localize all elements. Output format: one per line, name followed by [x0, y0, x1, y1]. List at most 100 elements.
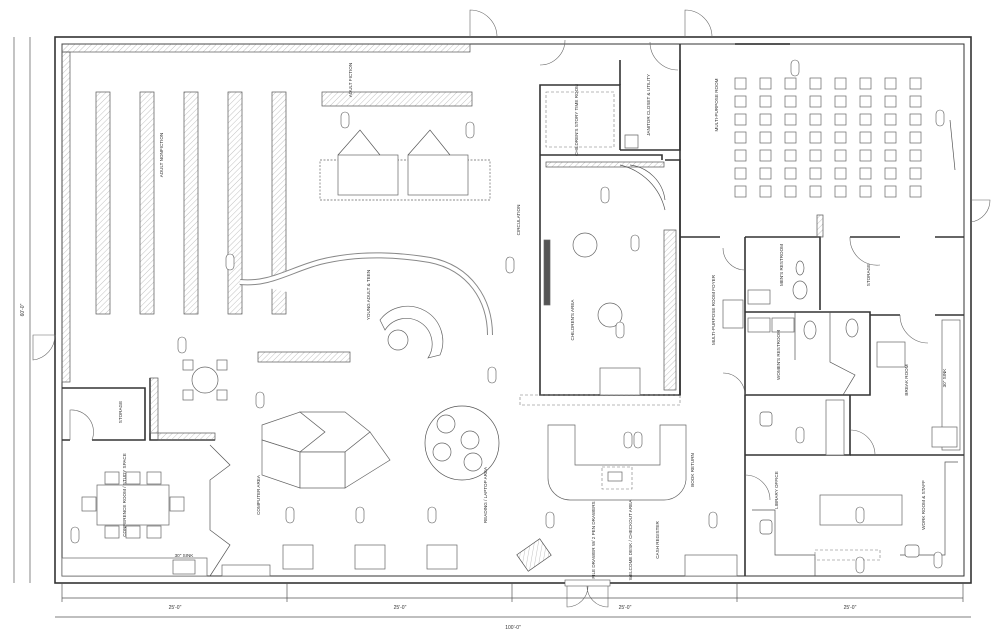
chair	[809, 185, 822, 198]
chair	[859, 77, 872, 90]
chair	[884, 95, 897, 108]
note-sink: 30" SINK	[942, 368, 947, 388]
chair	[859, 113, 872, 126]
callout-bubble	[355, 506, 365, 524]
room-label: STORAGE	[866, 264, 871, 286]
callout-bubble	[225, 253, 235, 271]
callout-bubble	[545, 511, 555, 529]
chair	[909, 149, 922, 162]
room-label: MULTI-PURPOSE ROOM	[714, 78, 719, 131]
chair	[809, 77, 822, 90]
chair	[884, 113, 897, 126]
left-rooms	[61, 377, 231, 577]
keynote-callouts	[70, 59, 945, 574]
dimension-lines: 25'-0" 25'-0" 25'-0" 25'-0" 100'-0" 60'-…	[13, 37, 971, 631]
exterior-doors[interactable]	[32, 9, 991, 608]
room-label: CHILDREN'S STORY TIME ROOM	[574, 84, 579, 156]
note-cash-register: CASH REGISTER	[655, 521, 660, 559]
chair	[784, 149, 797, 162]
chair	[784, 113, 797, 126]
chair	[834, 149, 847, 162]
chair	[909, 131, 922, 144]
chair	[884, 77, 897, 90]
chair	[909, 77, 922, 90]
chair	[834, 185, 847, 198]
callout-bubble	[600, 186, 610, 204]
dimension-label: 25'-0"	[169, 605, 182, 611]
chair	[759, 113, 772, 126]
note-book-return: BOOK RETURN	[690, 453, 695, 487]
welcome-desk	[516, 424, 738, 577]
chair	[734, 77, 747, 90]
chair	[759, 167, 772, 180]
chair	[759, 95, 772, 108]
chair	[809, 113, 822, 126]
chair	[784, 95, 797, 108]
room-label: MULTI-PURPOSE ROOM FOYER	[711, 274, 716, 345]
chair	[884, 131, 897, 144]
chair	[759, 185, 772, 198]
study-tables	[221, 544, 458, 577]
chair	[809, 167, 822, 180]
chair	[759, 131, 772, 144]
callout-bubble	[790, 59, 800, 77]
chair	[734, 185, 747, 198]
chair	[734, 149, 747, 162]
chair	[884, 167, 897, 180]
chair	[809, 131, 822, 144]
room-label: YOUNG ADULT & TEEN	[366, 270, 371, 320]
young-adult-shelving	[239, 252, 493, 363]
note-sink: 30" SINK	[175, 553, 195, 558]
adult-fiction-area	[319, 91, 491, 201]
room-label: WORK ROOM & STAFF	[921, 480, 926, 530]
room-label: CHILDREN'S AREA	[570, 299, 575, 341]
chair	[834, 167, 847, 180]
computer-workstations	[261, 411, 391, 489]
chair	[909, 113, 922, 126]
callout-bubble	[933, 551, 943, 569]
chair	[784, 185, 797, 198]
callout-bubble	[630, 234, 640, 252]
dimension-label: 25'-0"	[619, 605, 632, 611]
chair	[909, 167, 922, 180]
room-label: BREAK ROOM	[904, 364, 909, 395]
chair	[784, 131, 797, 144]
room-label: ADULT FICTION	[348, 63, 353, 97]
multipurpose-chairs	[734, 77, 922, 198]
callout-bubble	[708, 511, 718, 529]
callout-bubble	[855, 556, 865, 574]
callout-bubble	[255, 391, 265, 409]
callout-bubble	[70, 526, 80, 544]
note-file-drawer: FILE DRAWER W/ 2 PEN DRAWERS	[591, 501, 596, 578]
chair	[859, 95, 872, 108]
wall-shelving	[61, 43, 471, 383]
chair	[784, 167, 797, 180]
chair	[859, 149, 872, 162]
callout-bubble	[855, 506, 865, 524]
callout-bubble	[465, 121, 475, 139]
callout-bubble	[177, 336, 187, 354]
chair	[809, 149, 822, 162]
chair	[734, 113, 747, 126]
chair	[909, 95, 922, 108]
break-room	[850, 314, 964, 456]
round-tables	[182, 359, 500, 481]
callout-bubble	[487, 366, 497, 384]
dimension-label: 25'-0"	[394, 605, 407, 611]
chair	[859, 131, 872, 144]
room-label: LIBRARY OFFICE	[774, 471, 779, 509]
multipurpose-room	[679, 43, 964, 395]
dimension-total-height: 60'-0"	[20, 303, 26, 316]
room-label: STORAGE	[118, 401, 123, 423]
room-label: WOMEN'S RESTROOM	[776, 330, 781, 380]
room-label: COMPUTER AREA	[256, 474, 261, 515]
chair	[759, 149, 772, 162]
story-and-janitor	[539, 39, 681, 151]
chair	[884, 149, 897, 162]
room-label: MEN'S RESTROOM	[779, 244, 784, 286]
dimension-total-width: 100'-0"	[505, 625, 521, 631]
chair	[734, 131, 747, 144]
chair	[884, 185, 897, 198]
room-label: JANITOR CLOSET & UTILITY	[646, 74, 651, 136]
